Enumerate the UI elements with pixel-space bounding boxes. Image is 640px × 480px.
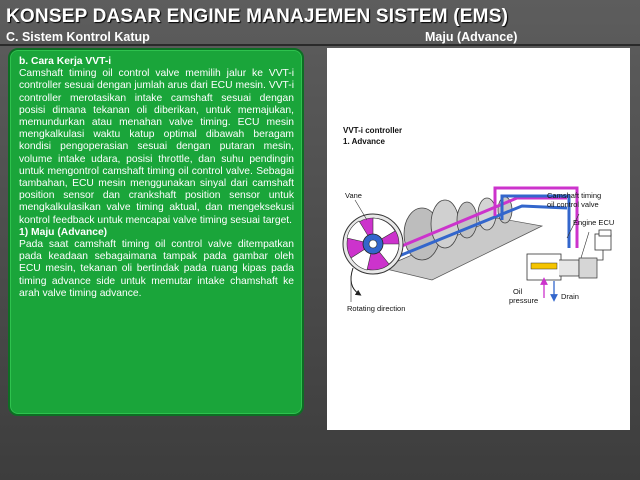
label-ecu: Engine ECU [573,218,614,227]
header-divider [0,44,640,46]
diagram-title: VVT-i controller [343,126,402,135]
heading-cara-kerja: b. Cara Kerja VVT-i [19,56,112,67]
section-heading: C. Sistem Kontrol Katup [6,30,150,44]
camshaft-assembly [380,196,568,281]
explanation-textbox: b. Cara Kerja VVT-i Camshaft timing oil … [8,48,304,416]
paragraph-maju: Pada saat camshaft timing oil control va… [19,239,294,299]
engine-ecu-icon [594,229,612,261]
label-rotating: Rotating direction [347,304,405,313]
label-vane: Vane [345,191,362,200]
vvti-diagram: VVT-i controller 1. Advance [327,48,630,430]
paragraph-cara-kerja: Camshaft timing oil control valve memili… [19,68,294,226]
diagram-mode: 1. Advance [343,137,385,146]
slide-title: KONSEP DASAR ENGINE MANAJEMEN SISTEM (EM… [6,6,509,27]
label-oil-2: pressure [509,296,538,305]
oil-control-valve [526,253,598,281]
label-oil-1: Oil [513,287,523,296]
label-drain: Drain [561,292,579,301]
return-oil-line [500,194,571,248]
label-valve-1: Camshaft timing [547,191,601,200]
section-subheading: Maju (Advance) [425,30,518,44]
label-valve-2: oil control valve [547,200,599,209]
heading-maju: 1) Maju (Advance) [19,226,108,238]
vvti-rotor [342,213,404,275]
rotating-direction-arrow [350,267,362,296]
